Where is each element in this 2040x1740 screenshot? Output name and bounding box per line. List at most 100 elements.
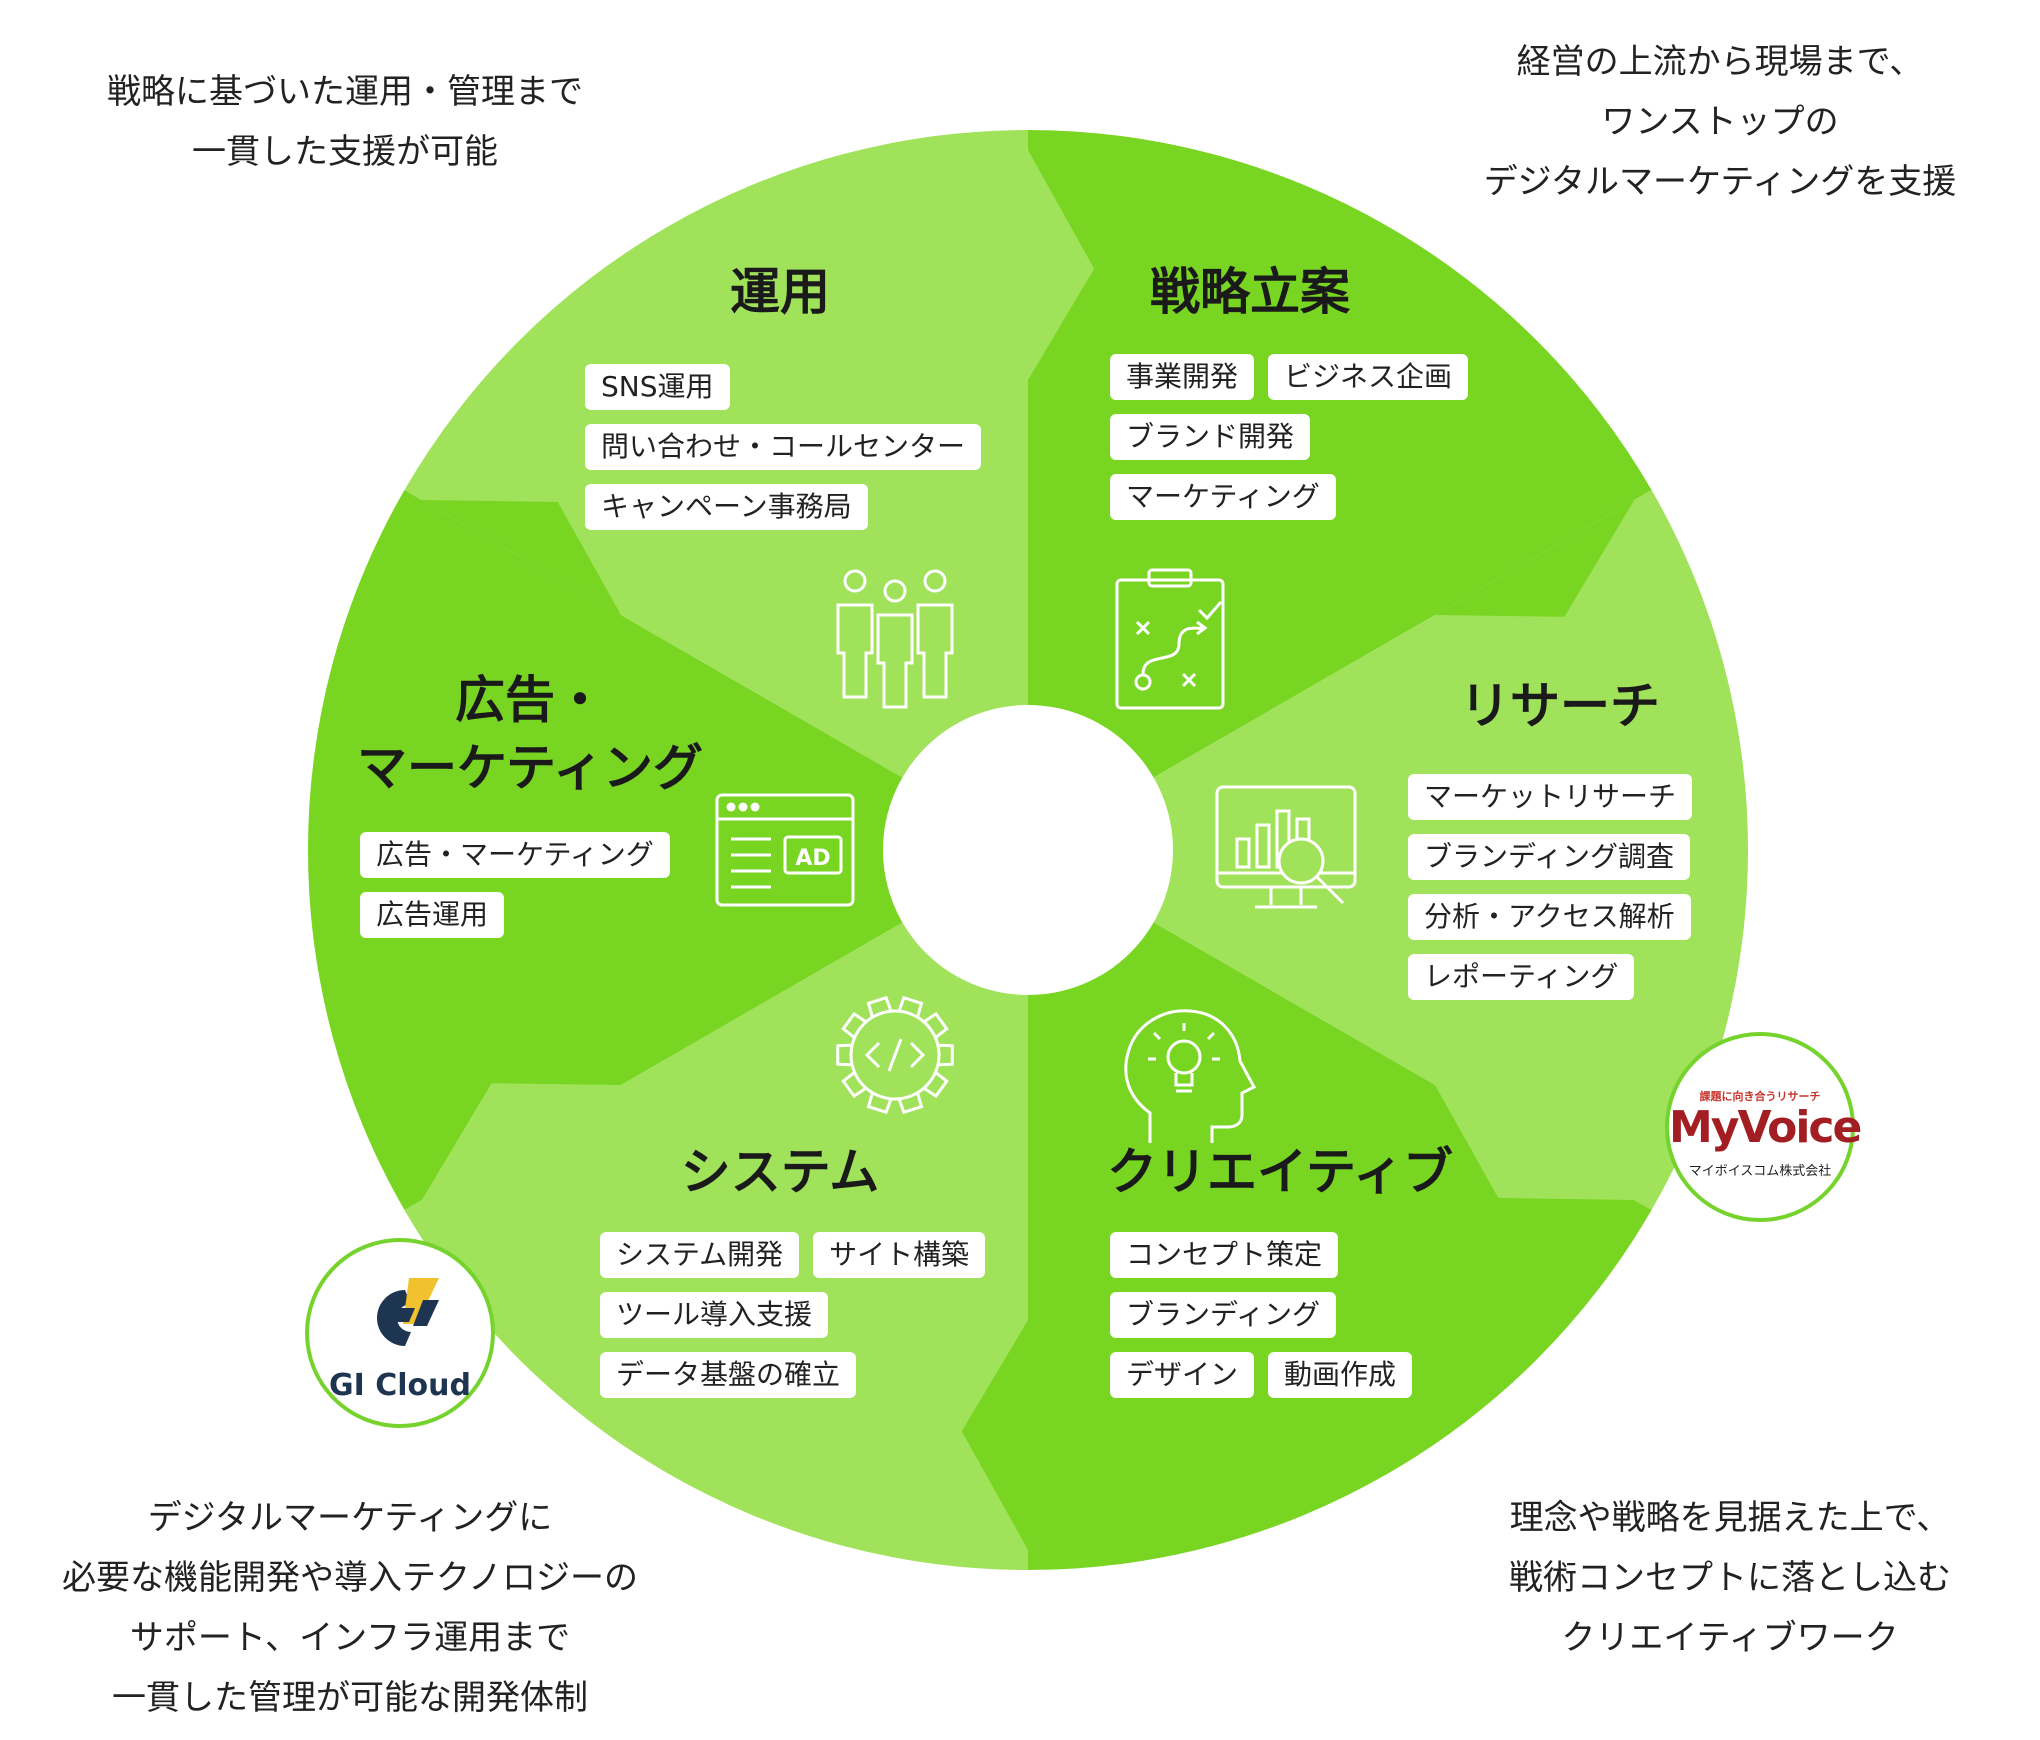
tag-row: デザイン 動画作成 xyxy=(1110,1352,1413,1398)
tag-row: 分析・アクセス解析 xyxy=(1408,894,1692,940)
idea-head-icon xyxy=(1124,1009,1257,1143)
note-line: 一貫した管理が可能な開発体制 xyxy=(112,1678,588,1718)
tag-row: コンセプト策定 xyxy=(1110,1232,1412,1278)
tag-row: マーケティング xyxy=(1110,474,1468,520)
myvoice-name: MyVoice xyxy=(1669,1102,1862,1153)
tag: ブランディング xyxy=(1110,1292,1337,1338)
tag: 事業開発 xyxy=(1110,354,1255,400)
wheel-arrow-notch xyxy=(961,1320,1028,1550)
tag: キャンペーン事務局 xyxy=(585,484,868,530)
gear-teeth-shape xyxy=(836,995,954,1115)
tag-row: ブランディング xyxy=(1110,1292,1412,1338)
note-bottom-left: デジタルマーケティングに 必要な機能開発や導入テクノロジーの サポート、インフラ… xyxy=(20,1488,680,1728)
note-line: クリエイティブワーク xyxy=(1561,1618,1899,1658)
segment-title-system: システム xyxy=(640,1138,920,1206)
tag: ブランディング調査 xyxy=(1408,834,1691,880)
note-line: デジタルマーケティングを支援 xyxy=(1483,162,1957,202)
tag: コンセプト策定 xyxy=(1110,1232,1339,1278)
tag: システム開発 xyxy=(600,1232,800,1278)
tag: 広告運用 xyxy=(360,892,505,938)
wheel-sector-system xyxy=(404,850,1029,1570)
gi-cloud-mark-icon xyxy=(377,1278,439,1346)
tag-row: キャンペーン事務局 xyxy=(585,484,981,530)
tag: ツール導入支援 xyxy=(600,1292,829,1338)
wheel-center-hole xyxy=(883,705,1173,995)
segment-title-ads: 広告・ マーケティング xyxy=(340,666,720,802)
tag-row: レポーティング xyxy=(1408,954,1692,1000)
note-line: 経営の上流から現場まで、 xyxy=(1516,42,1924,82)
wheel-sector-research xyxy=(1028,490,1748,1210)
segment-title-creative: クリエイティブ xyxy=(1080,1138,1480,1206)
gi-cloud-logo: GI Cloud xyxy=(305,1238,495,1428)
tag: 動画作成 xyxy=(1268,1352,1413,1398)
note-line: 必要な機能開発や導入テクノロジーの xyxy=(62,1558,638,1598)
segment-title-operation: 運用 xyxy=(660,258,900,326)
segment-title-line: マーケティング xyxy=(357,739,703,797)
note-line: 一貫した支援が可能 xyxy=(192,132,498,172)
tag: デザイン xyxy=(1110,1352,1255,1398)
tag-row: マーケットリサーチ xyxy=(1408,774,1693,820)
tag: 広告・マーケティング xyxy=(360,832,670,878)
tags-system: システム開発 サイト構築 ツール導入支援 データ基盤の確立 xyxy=(600,1232,986,1412)
gi-cloud-logo-text: GI Cloud xyxy=(329,1368,471,1403)
tag: サイト構築 xyxy=(813,1232,986,1278)
tag: マーケットリサーチ xyxy=(1408,774,1693,820)
segment-title-line: クリエイティブ xyxy=(1107,1143,1453,1201)
tag-row: データ基盤の確立 xyxy=(600,1352,985,1398)
note-line: サポート、インフラ運用まで xyxy=(129,1618,571,1658)
segment-title-line: 広告・ xyxy=(455,671,605,729)
tag: 分析・アクセス解析 xyxy=(1408,894,1691,940)
ad-window-icon: AD xyxy=(715,793,855,907)
tag: ブランド開発 xyxy=(1110,414,1311,460)
tag-row: 広告運用 xyxy=(360,892,670,938)
tag-row: システム開発 サイト構築 xyxy=(600,1232,986,1278)
myvoice-tagline: 課題に向き合うリサーチ xyxy=(1699,1090,1821,1103)
tag-row: 広告・マーケティング xyxy=(360,832,670,878)
tag: ビジネス企画 xyxy=(1268,354,1469,400)
segment-title-line: 運用 xyxy=(730,263,830,321)
segment-title-strategy: 戦略立案 xyxy=(1090,258,1410,326)
team-people-icon xyxy=(836,569,954,709)
segment-title-line: リサーチ xyxy=(1460,677,1660,735)
tag: データ基盤の確立 xyxy=(600,1352,857,1398)
note-line: ワンストップの xyxy=(1601,102,1839,142)
wheel-sector-strategy xyxy=(1028,130,1652,850)
tag-row: 問い合わせ・コールセンター xyxy=(585,424,982,470)
tag-row: ブランド開発 xyxy=(1110,414,1468,460)
note-bottom-right: 理念や戦略を見据えた上で、 戦術コンセプトに落とし込む クリエイティブワーク xyxy=(1430,1488,2030,1668)
tag-row: ツール導入支援 xyxy=(600,1292,985,1338)
myvoice-logo: 課題に向き合うリサーチ MyVoice マイボイスコム株式会社 xyxy=(1665,1032,1862,1222)
note-top-left: 戦略に基づいた運用・管理まで 一貫した支援が可能 xyxy=(60,62,630,182)
segment-title-line: 戦略立案 xyxy=(1150,263,1350,321)
tags-ads: 広告・マーケティング 広告運用 xyxy=(360,832,670,952)
note-top-right: 経営の上流から現場まで、 ワンストップの デジタルマーケティングを支援 xyxy=(1440,32,2000,212)
tags-operation: SNS運用 問い合わせ・コールセンター キャンペーン事務局 xyxy=(585,364,982,544)
wheel-arrow-notch xyxy=(1435,500,1635,617)
myvoice-company: マイボイスコム株式会社 xyxy=(1688,1164,1832,1179)
tags-research: マーケットリサーチ ブランディング調査 分析・アクセス解析 レポーティング xyxy=(1408,774,1693,1014)
wheel-arrow-notch xyxy=(1435,1085,1635,1200)
tag-row: SNS運用 xyxy=(585,364,981,410)
note-line: 戦術コンセプトに落とし込む xyxy=(1509,1558,1951,1598)
code-gear-icon xyxy=(836,995,954,1115)
tag-row: ブランディング調査 xyxy=(1408,834,1692,880)
wheel-arrow-notch xyxy=(1028,150,1095,380)
segment-title-line: システム xyxy=(680,1143,880,1201)
note-line: 戦略に基づいた運用・管理まで xyxy=(107,72,583,112)
wheel-arrow-notch xyxy=(421,500,621,615)
analytics-monitor-icon xyxy=(1215,785,1357,909)
note-line: デジタルマーケティングに xyxy=(147,1498,553,1538)
ad-icon-label: AD xyxy=(795,846,830,871)
tag: 問い合わせ・コールセンター xyxy=(585,424,982,470)
note-line: 理念や戦略を見据えた上で、 xyxy=(1509,1498,1951,1538)
tag: SNS運用 xyxy=(585,364,730,410)
tag-row: 事業開発 ビジネス企画 xyxy=(1110,354,1469,400)
tags-strategy: 事業開発 ビジネス企画 ブランド開発 マーケティング xyxy=(1110,354,1469,534)
tags-creative: コンセプト策定 ブランディング デザイン 動画作成 xyxy=(1110,1232,1413,1412)
segment-title-research: リサーチ xyxy=(1420,672,1700,740)
wheel-arrow-notch xyxy=(421,1083,621,1200)
strategy-board-icon xyxy=(1115,568,1225,710)
tag: レポーティング xyxy=(1408,954,1635,1000)
tag: マーケティング xyxy=(1110,474,1336,520)
